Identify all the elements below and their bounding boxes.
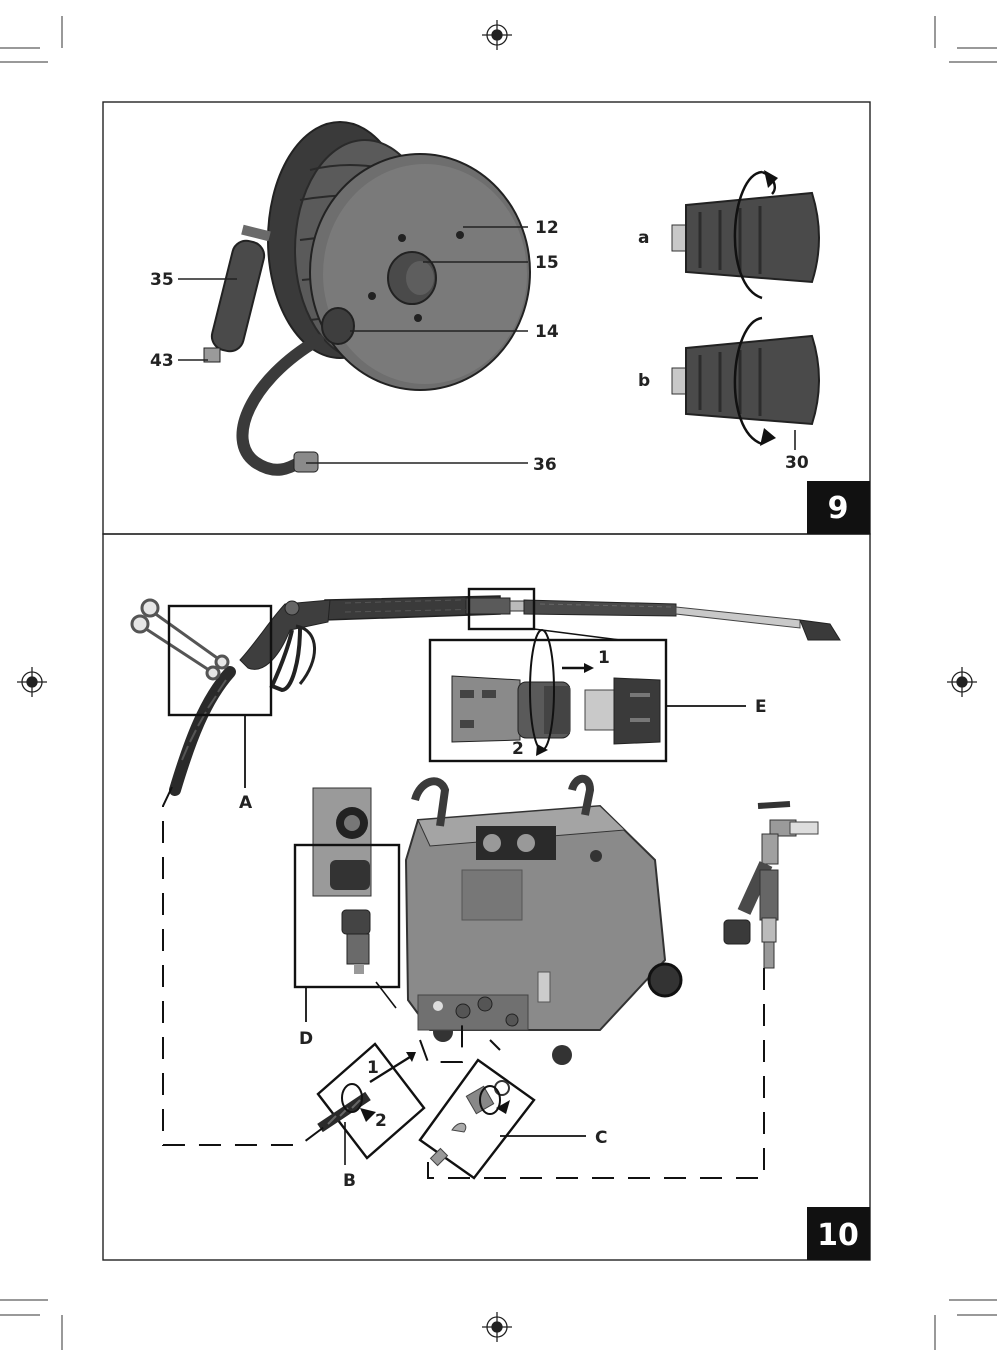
figure-9-leader-lines [178, 226, 796, 464]
figure-9-number: 9 [828, 491, 849, 526]
label-43: 43 [150, 351, 174, 371]
figure-9-badge [807, 481, 870, 534]
figure-10-number: 10 [817, 1218, 859, 1253]
nozzle-a-illustration [671, 170, 820, 300]
wrench-tools-illustration [130, 598, 230, 681]
label-step-1-e: 1 [598, 648, 610, 668]
label-b-upper: B [343, 1171, 356, 1191]
label-d-upper: D [299, 1029, 313, 1049]
label-c-upper: C [595, 1128, 607, 1148]
detail-box-a [167, 604, 273, 717]
hose-connector-b-illustration [317, 1052, 416, 1133]
detail-box-b [316, 1042, 426, 1160]
nozzle-b-illustration [671, 316, 820, 446]
label-14: 14 [535, 322, 559, 342]
label-e-upper: E [755, 697, 767, 717]
label-step-2-e: 2 [512, 739, 524, 759]
label-a-upper: A [239, 793, 253, 813]
label-35: 35 [150, 270, 174, 290]
label-step-2-b: 2 [375, 1111, 387, 1131]
water-inlet-c-illustration [429, 1080, 510, 1167]
label-step-1-b: 1 [367, 1058, 379, 1078]
registration-mark-left [17, 667, 47, 697]
high-pressure-hose-illustration [169, 666, 236, 796]
label-12: 12 [535, 218, 559, 238]
label-b: b [638, 371, 650, 391]
label-36: 36 [533, 455, 557, 475]
coupling-highlight-box [467, 587, 536, 631]
power-socket-illustration [312, 787, 372, 897]
detail-box-c [418, 1058, 536, 1180]
figure-10-badge [807, 1207, 870, 1260]
connection-dashed-lines [162, 786, 765, 1179]
label-a: a [638, 228, 649, 248]
water-tap-illustration [723, 801, 819, 969]
registration-mark-top [482, 20, 512, 50]
pressure-washer-unit-illustration [404, 774, 683, 1065]
registration-mark-right [947, 667, 977, 697]
figure-10-frame [102, 533, 871, 1261]
label-30: 30 [785, 453, 809, 473]
power-plug-illustration [341, 909, 371, 974]
label-15: 15 [535, 253, 559, 273]
quick-coupling-detail-illustration [451, 629, 661, 756]
detail-box-d [293, 843, 401, 989]
spray-gun-illustration [239, 595, 841, 693]
print-crop-marks [0, 16, 997, 1350]
registration-mark-bottom [482, 1312, 512, 1342]
hose-reel-illustration [203, 121, 531, 476]
